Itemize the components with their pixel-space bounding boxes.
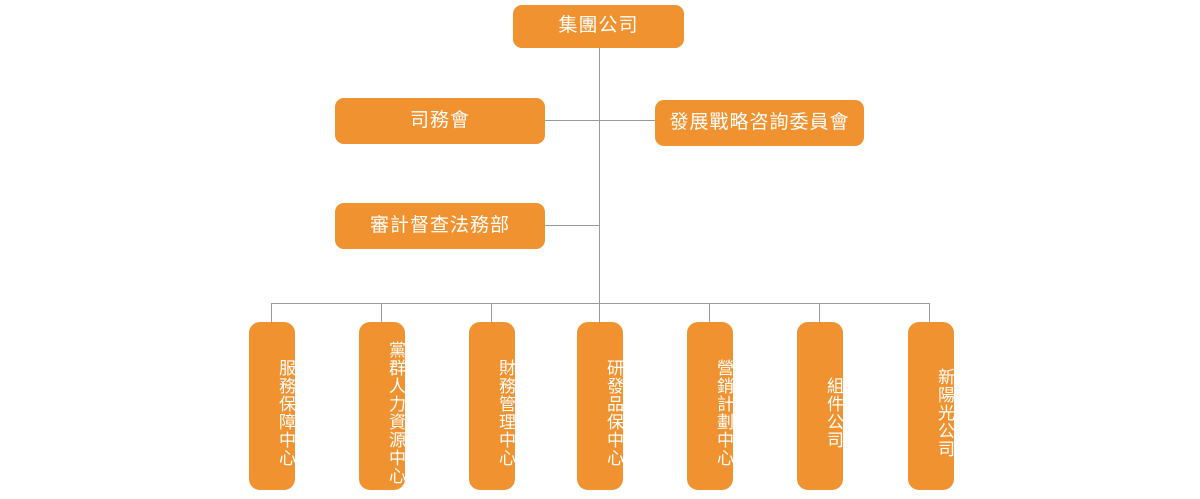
node-division-marketing-planning[interactable]: 營銷計劃中心: [680, 317, 733, 490]
node-staff-strategy-committee[interactable]: 發展戰略咨詢委員會: [646, 94, 864, 146]
node-division-xinyangguang-company[interactable]: 新陽光公司: [901, 317, 954, 490]
node-root[interactable]: 集團公司: [504, 0, 684, 48]
connector-drop-6: [819, 303, 820, 323]
node-root-label: 集團公司: [558, 15, 639, 37]
node-staff-label: 審計督查法務部: [369, 214, 510, 236]
connector-staff-3: [545, 225, 600, 226]
node-division-module-company[interactable]: 組件公司: [790, 317, 843, 490]
connector-trunk-main: [599, 48, 600, 304]
connector-division-bus: [271, 303, 929, 304]
connector-drop-1: [271, 303, 272, 323]
node-staff-audit-legal[interactable]: 審計督查法務部: [326, 197, 545, 249]
node-division-rd-quality[interactable]: 研發品保中心: [570, 317, 623, 490]
connector-drop-2: [381, 303, 382, 323]
node-division-service-support[interactable]: 服務保障中心: [242, 317, 295, 490]
node-division-label: 營銷計劃中心: [714, 359, 733, 467]
node-division-label: 新陽光公司: [935, 368, 954, 458]
node-division-label: 組件公司: [824, 377, 843, 449]
node-division-label: 財務管理中心: [496, 359, 515, 467]
connector-staff-1: [545, 120, 600, 121]
node-staff-siwuhui[interactable]: 司務會: [326, 92, 545, 144]
node-division-finance[interactable]: 財務管理中心: [462, 317, 515, 490]
connector-staff-2: [599, 120, 656, 121]
connector-drop-7: [929, 303, 930, 323]
node-division-label: 服務保障中心: [276, 359, 295, 467]
connector-drop-4: [599, 303, 600, 323]
node-staff-label: 司務會: [409, 109, 470, 131]
node-division-label: 黨群人力資源中心: [386, 341, 405, 485]
connector-drop-3: [491, 303, 492, 323]
connector-drop-5: [709, 303, 710, 323]
node-division-label: 研發品保中心: [604, 359, 623, 467]
node-division-party-hr[interactable]: 黨群人力資源中心: [352, 317, 405, 490]
node-staff-label: 發展戰略咨詢委員會: [669, 111, 850, 133]
